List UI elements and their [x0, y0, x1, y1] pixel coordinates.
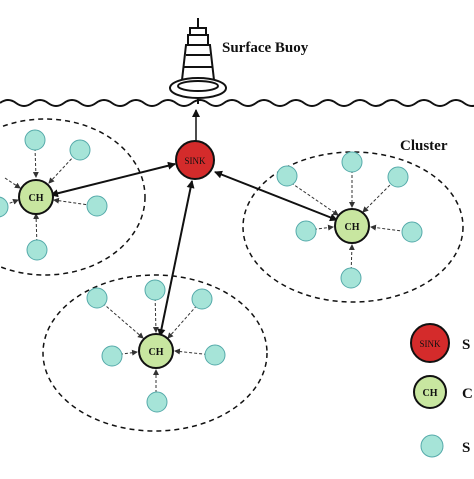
sensor-node	[86, 195, 108, 217]
legend-sensor-desc: S	[462, 440, 470, 456]
link-ch-right-sink	[214, 170, 338, 222]
sensor-node	[101, 345, 123, 367]
sensor-node	[26, 239, 48, 261]
legend-ch-node-label: CH	[423, 388, 438, 399]
water-surface-wave	[0, 99, 474, 107]
legend-sink-desc: S	[462, 337, 470, 353]
ch-node-label: CH	[345, 222, 360, 233]
sensor-node	[401, 221, 423, 243]
sensor-node	[24, 129, 46, 151]
sensor-node	[204, 344, 226, 366]
sensor-node	[340, 267, 362, 289]
legend-item-sensor: S	[420, 434, 470, 458]
ch-node-right: CH	[334, 208, 370, 244]
ch-node-bottom: CH	[138, 333, 174, 369]
sensor-node	[86, 287, 108, 309]
sink-node-label: SINK	[184, 156, 206, 166]
sensor-node	[69, 139, 91, 161]
sink-node: SINK	[175, 140, 215, 180]
legend-item-ch: CH C	[413, 375, 473, 409]
legend-sink-node-label: SINK	[419, 339, 441, 349]
surface-buoy-icon	[169, 18, 227, 104]
sensor-nodes	[0, 129, 423, 413]
link-ch-left-sink	[50, 161, 176, 198]
cluster-right	[242, 151, 464, 303]
sensor-node	[341, 151, 363, 173]
sensor-node	[0, 196, 9, 218]
sensor-node	[295, 220, 317, 242]
cluster-bottom	[42, 274, 268, 432]
sensor-node	[146, 391, 168, 413]
sensor-node	[276, 165, 298, 187]
legend-ch-desc: C	[462, 386, 473, 402]
sensor-node	[191, 288, 213, 310]
ch-node-label: CH	[29, 193, 44, 204]
ch-node-left: CH	[18, 179, 54, 215]
cluster-label: Cluster	[400, 138, 448, 154]
legend-item-sink: SINK S	[410, 323, 470, 363]
sensor-node	[387, 166, 409, 188]
link-ch-bottom-sink	[157, 180, 195, 337]
ch-node-label: CH	[149, 347, 164, 358]
surface-buoy-label: Surface Buoy	[222, 40, 309, 56]
sensor-node	[144, 279, 166, 301]
legend: SINK S CH C S	[410, 323, 473, 458]
